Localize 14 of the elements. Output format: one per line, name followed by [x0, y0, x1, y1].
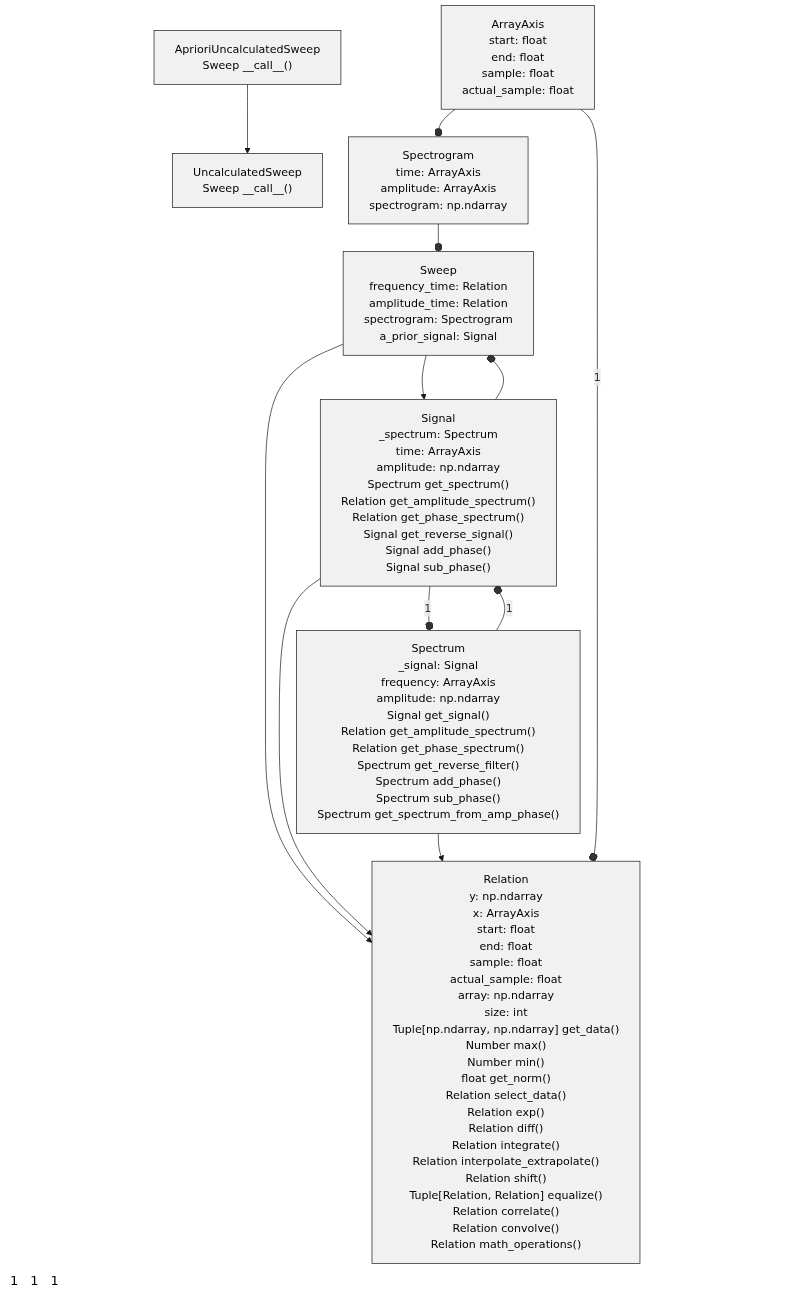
- multiplicity-label: 1: [30, 1273, 39, 1288]
- node-box: Spectrogram time: ArrayAxis amplitude: ArrayAxis spectrogram: np.ndarray: [348, 136, 529, 225]
- node-box: UncalculatedSweep Sweep __call__(): [171, 153, 323, 208]
- edge-label: 1: [505, 601, 513, 615]
- multiplicity-label: 1: [10, 1273, 19, 1288]
- edge-label: 1: [593, 370, 601, 384]
- node-box: Relation y: np.ndarray x: ArrayAxis start: float end: float sample: float actual_sample: float array: np.ndarray size: int Tuple[np.ndarray, np.ndarray] get_data() Number max() Number min() float get_norm() Relation select_data() Relation exp() Relation diff() Relation integrate() Relation interpolate_extrapolate() Relation shift() Tuple[Relation, Relation] equalize() Relation correlate() Relation convolve() Relation math_operations(): [371, 860, 641, 1264]
- node-box: Spectrum _signal: Signal frequency: ArrayAxis amplitude: np.ndarray Signal get_signal() Relation get_amplitude_spectrum() Relation get_phase_spectrum() Spectrum get_reverse_filter() Spectrum add_phase() Spectrum sub_phase() Spectrum get_spectrum_from_amp_phase(): [296, 630, 581, 834]
- node-box: ArrayAxis start: float end: float sample: float actual_sample: float: [440, 5, 595, 110]
- node-box: Sweep frequency_time: Relation amplitude_time: Relation spectrogram: Spectrogram a_prior_signal: Signal: [342, 251, 534, 356]
- node-box: AprioriUncalculatedSweep Sweep __call__(): [153, 30, 342, 85]
- edge-label: 1: [424, 601, 432, 615]
- multiplicity-label: 1: [50, 1273, 59, 1288]
- node-box: Signal _spectrum: Spectrum time: ArrayAxis amplitude: np.ndarray Spectrum get_spectrum() Relation get_amplitude_spectrum() Relation get_phase_spectrum() Signal get_reverse_signal() Signal add_phase() Signal sub_phase(): [319, 399, 557, 587]
